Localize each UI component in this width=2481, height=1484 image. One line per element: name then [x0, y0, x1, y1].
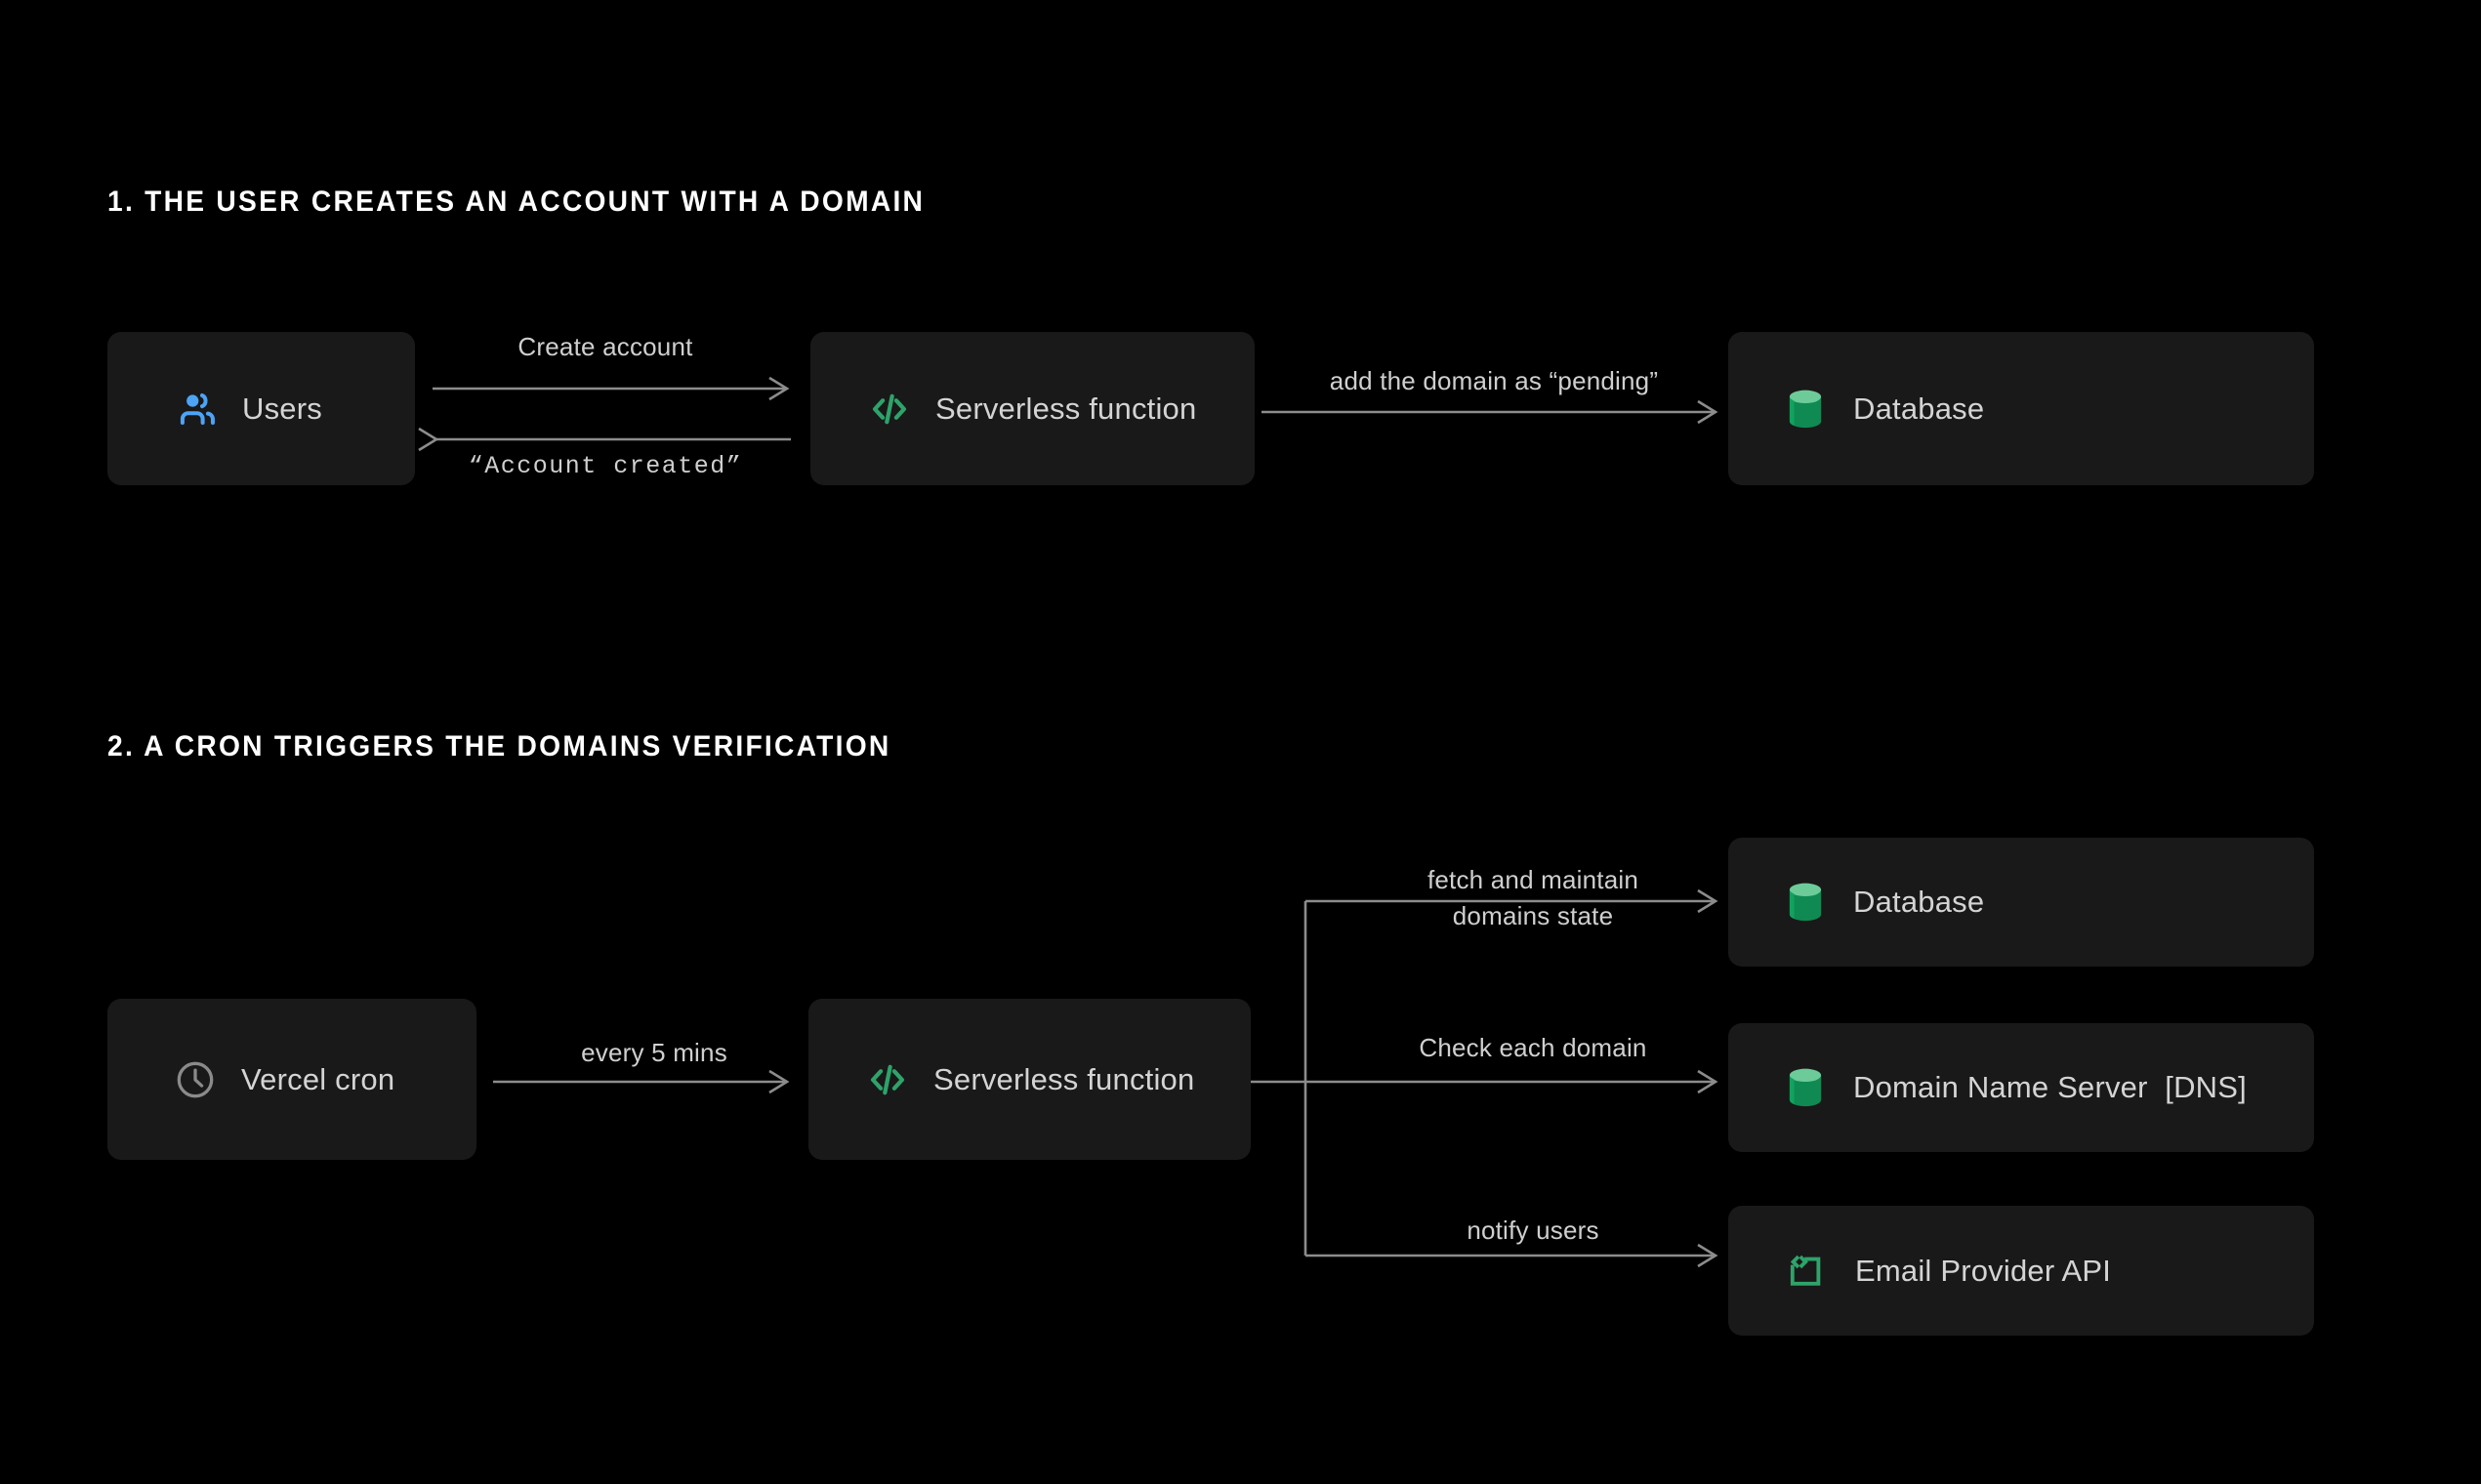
node-serverless-function-1[interactable]: Serverless function: [810, 332, 1255, 485]
edge-label-fetch-maintain: fetch and maintain domains state: [1328, 862, 1738, 934]
edge-label-line-1: fetch and maintain: [1427, 865, 1639, 894]
node-vercel-cron[interactable]: Vercel cron: [107, 999, 476, 1160]
node-domain-name-server[interactable]: Domain Name Server [DNS]: [1728, 1023, 2314, 1152]
section-2-heading: 2. A CRON TRIGGERS THE DOMAINS VERIFICAT…: [107, 730, 891, 763]
code-icon: [867, 387, 912, 432]
users-icon: [176, 387, 221, 432]
node-label: Domain Name Server [DNS]: [1853, 1070, 2247, 1104]
edge-label-line-2: domains state: [1452, 900, 1614, 930]
node-label: Serverless function: [935, 391, 1197, 426]
edge-label-account-created: “Account created”: [468, 452, 743, 480]
node-label: Email Provider API: [1855, 1253, 2112, 1288]
node-email-provider-api[interactable]: Email Provider API: [1728, 1206, 2314, 1336]
node-label: Vercel cron: [241, 1061, 395, 1096]
node-database-1[interactable]: Database: [1728, 332, 2314, 485]
node-label: Database: [1853, 391, 1985, 426]
node-label: Serverless function: [933, 1061, 1195, 1096]
clock-icon: [173, 1057, 218, 1102]
edge-label-check-domain: Check each domain: [1419, 1033, 1647, 1062]
edge-label-add-domain: add the domain as “pending”: [1329, 366, 1659, 395]
node-users[interactable]: Users: [107, 332, 415, 485]
database-icon: [1783, 880, 1828, 925]
edge-label-create-account: Create account: [517, 332, 693, 361]
node-label: Database: [1853, 885, 1985, 919]
database-icon: [1783, 387, 1828, 432]
api-bracket-icon: [1783, 1249, 1828, 1294]
edge-label-notify-users: notify users: [1467, 1216, 1599, 1245]
code-icon: [865, 1057, 910, 1102]
node-database-2[interactable]: Database: [1728, 838, 2314, 967]
node-serverless-function-2[interactable]: Serverless function: [808, 999, 1251, 1160]
database-icon: [1783, 1065, 1828, 1110]
edge-label-every-5-mins: every 5 mins: [581, 1038, 727, 1067]
section-1-heading: 1. THE USER CREATES AN ACCOUNT WITH A DO…: [107, 186, 926, 218]
node-label: Users: [242, 391, 322, 426]
